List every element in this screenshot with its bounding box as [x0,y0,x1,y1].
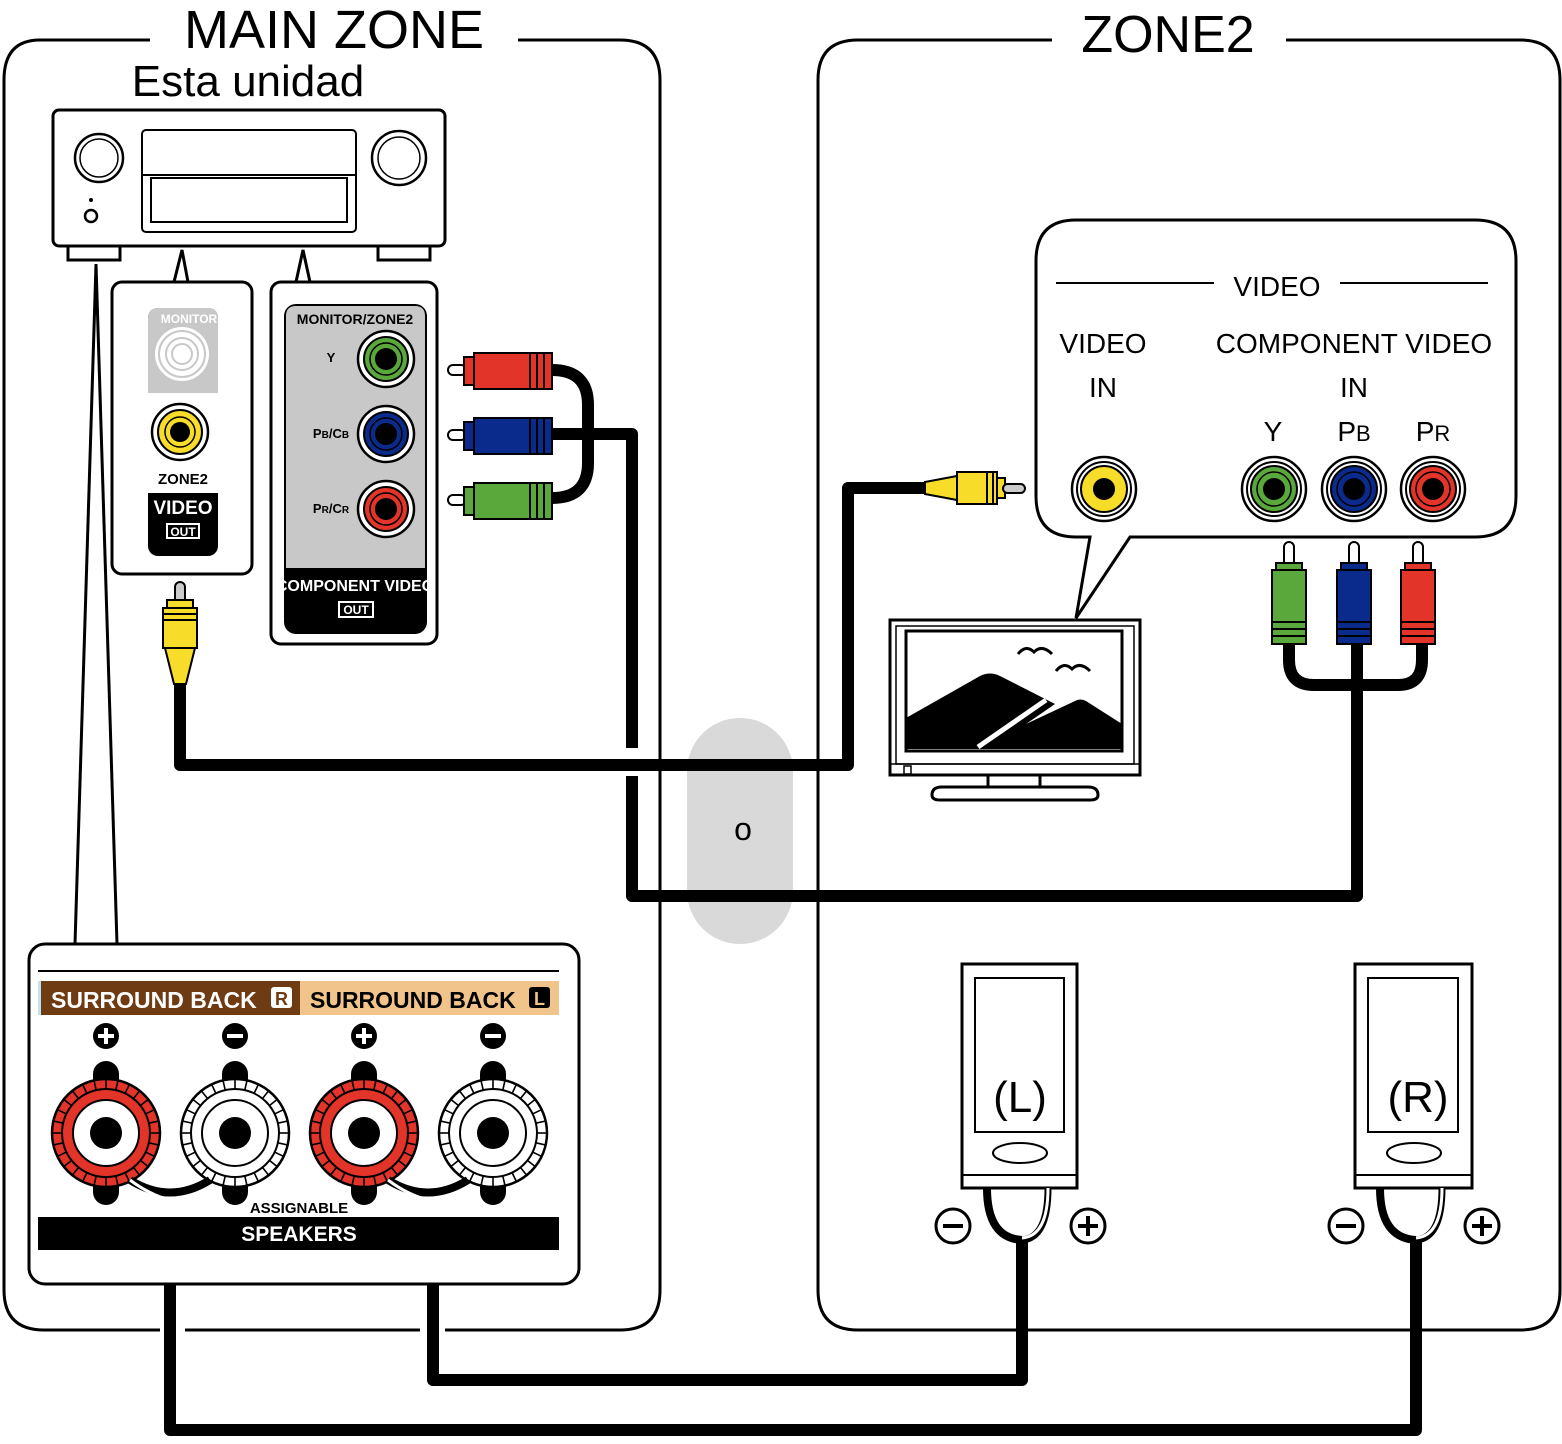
speaker-cable-right [164,1195,1422,1436]
zone2-jack-label: ZONE2 [158,471,208,488]
component-plugs-left [447,352,553,520]
video-label: VIDEO [153,498,212,519]
composite-video-cable [174,482,925,771]
terminal-surround-back-l-plus[interactable] [308,1061,420,1205]
monitor-jack-disabled [155,327,209,381]
tv-component-in-jack-pr[interactable] [1399,455,1467,523]
speaker-left-minus-icon [934,1207,972,1245]
tv-jack-label-y: Y [1264,416,1283,447]
tv-icon [888,618,1142,802]
speaker-right-minus-icon [1327,1207,1365,1245]
component-in-line1: COMPONENT VIDEO [1216,328,1492,359]
speaker-right[interactable]: (R) [1353,962,1474,1244]
tv-jack-label-pb: PB [1337,416,1370,447]
tv-component-in-jack-y[interactable] [1240,455,1308,523]
speakers-label: SPEAKERS [241,1223,357,1246]
component-out-label-pr: PR/CR [313,501,350,516]
surround-back-l-label: SURROUND BACK [310,987,516,1013]
component-out-jack-pr[interactable]: PR/CR [313,479,416,539]
plug-blue [447,417,553,455]
component-out-label-pb: PB/CB [313,426,349,441]
component-out-callout: MONITOR/ZONE2 Y PB/CB PR/CR COM [269,280,439,646]
terminal-surround-back-r-plus[interactable] [50,1061,162,1205]
surround-back-l-badge: L [534,989,545,1009]
speaker-left[interactable]: (L) [960,962,1079,1244]
surround-back-r-badge: R [275,989,288,1009]
tv-input-callout: VIDEO VIDEO IN COMPONENT VIDEO IN Y PB P… [1034,218,1518,619]
plug-green-tv [1271,541,1307,645]
plus-icon [351,1023,377,1049]
plug-red [447,352,553,390]
plus-icon [93,1023,119,1049]
video-out-badge: OUT [170,525,196,539]
component-footer: COMPONENT VIDEO [276,578,434,595]
video-in-line1: VIDEO [1059,328,1146,359]
av-receiver [51,108,447,262]
or-separator [687,718,793,944]
minus-icon [480,1023,506,1049]
monitor-label: MONITOR [161,312,218,326]
plug-blue-tv [1336,541,1372,645]
zone2-video-out-jack[interactable] [150,402,210,462]
main-zone-title: MAIN ZONE [184,0,484,60]
composite-plug-main [162,581,198,685]
speaker-right-label: (R) [1387,1073,1448,1122]
tv-component-in-jack-pb[interactable] [1320,455,1388,523]
component-out-badge: OUT [343,603,369,617]
component-out-jack-y[interactable]: Y [327,329,416,389]
component-out-label-y: Y [327,350,336,365]
plug-red-tv [1400,541,1436,645]
video-in-line2: IN [1089,372,1117,403]
assignable-label: ASSIGNABLE [250,1200,348,1217]
video-out-callout: MONITOR ZONE2 VIDEO OUT [110,280,254,576]
component-plugs-right [1271,541,1436,645]
minus-icon [222,1023,248,1049]
speaker-right-plus-icon [1463,1207,1501,1245]
speaker-left-label: (L) [993,1073,1047,1122]
unit-label: Esta unidad [132,57,364,106]
component-out-jack-pb[interactable]: PB/CB [313,404,416,464]
main-zone-frame: MAIN ZONE Esta unidad [2,0,662,1332]
speaker-terminal-callout: SURROUND BACK R SURROUND BACK L AS [27,942,581,1286]
plug-green [447,482,553,520]
tv-video-section-title: VIDEO [1233,271,1320,302]
composite-plug-tv [924,471,1026,505]
speaker-left-plus-icon [1069,1207,1107,1245]
zone2-title: ZONE2 [1081,6,1254,64]
terminal-surround-back-l-minus[interactable] [437,1061,549,1205]
speaker-cable-left [427,1195,1028,1386]
component-in-line2: IN [1340,372,1368,403]
callout-pointers [73,249,312,945]
tv-jack-label-pr: PR [1416,416,1451,447]
cables [164,364,1428,1436]
or-label: o [734,811,752,847]
tv-video-in-jack[interactable] [1070,455,1138,523]
terminal-surround-back-r-minus[interactable] [179,1061,291,1205]
component-header: MONITOR/ZONE2 [297,311,414,327]
component-video-cable [552,428,1363,902]
zone2-frame: ZONE2 [816,6,1562,1332]
surround-back-r-label: SURROUND BACK [51,987,257,1013]
